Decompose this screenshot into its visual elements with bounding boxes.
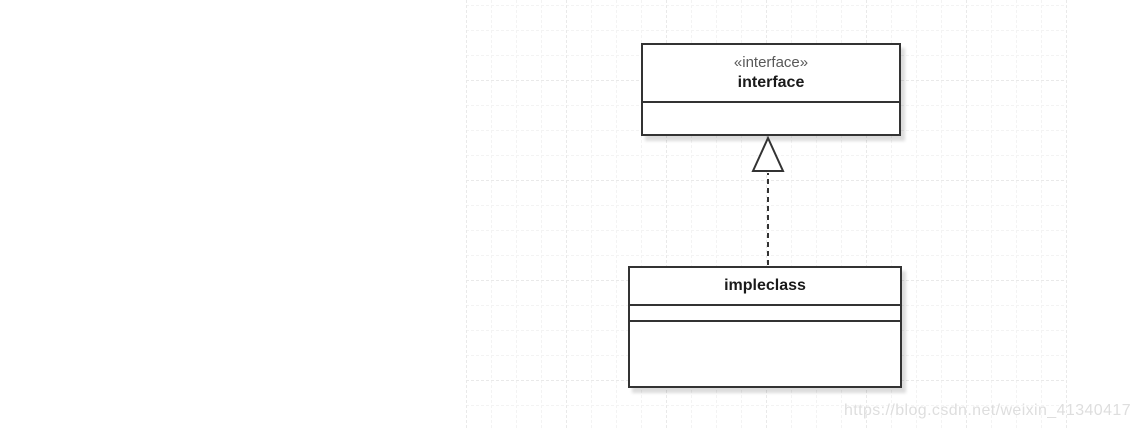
interface-title-compartment: «interface» interface — [643, 45, 899, 101]
interface-stereotype-label: «interface» — [733, 53, 809, 71]
interface-members-compartment — [643, 101, 899, 134]
class-name-label: impleclass — [724, 277, 806, 294]
class-title-compartment: impleclass — [630, 268, 900, 304]
class-attributes-compartment — [630, 304, 900, 320]
watermark: https://blog.csdn.net/weixin_41340417 — [844, 402, 1131, 419]
class-methods-compartment — [630, 320, 900, 386]
interface-name-label: interface — [737, 73, 805, 91]
uml-interface-node: «interface» interface — [641, 43, 901, 136]
uml-class-node: impleclass — [628, 266, 902, 388]
